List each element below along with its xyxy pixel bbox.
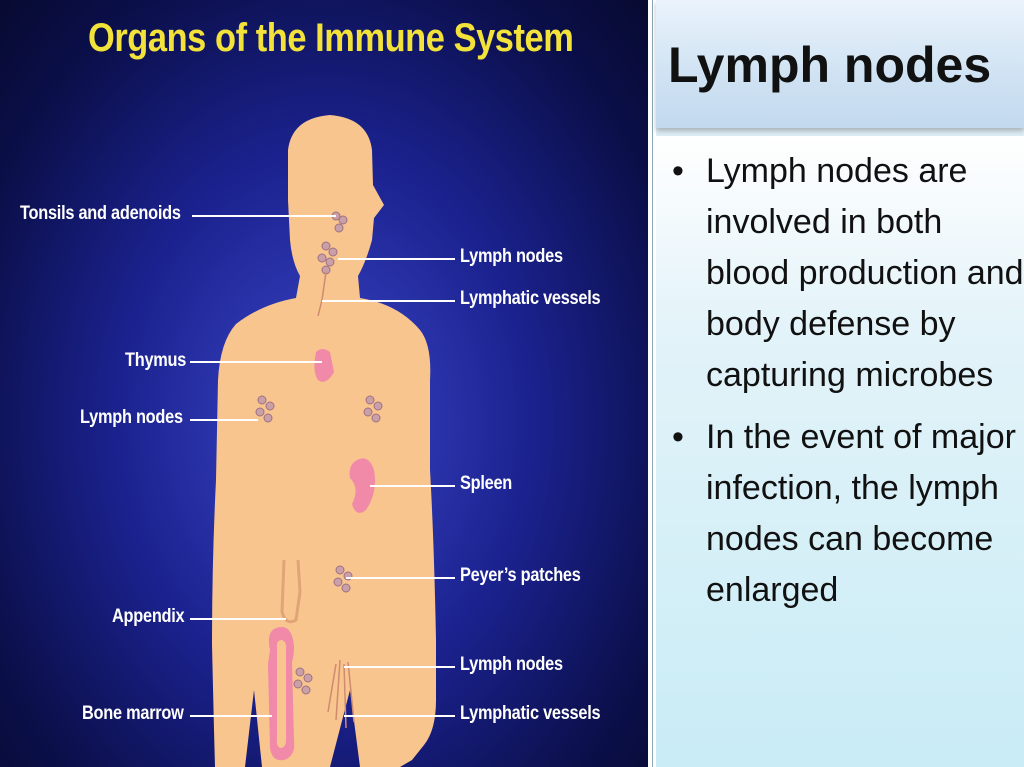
bullet-glyph: • [672,152,684,190]
thymus-shape [314,349,334,382]
label-lymph-nodes-arm: Lymph nodes [80,407,183,428]
body-illustration [190,115,455,767]
bullet-item: • Lymph nodes are involved in both blood… [670,146,1024,401]
label-lymphatic-vessels-upper: Lymphatic vessels [460,288,601,309]
divider-line [652,0,653,767]
bullet-text: In the event of major infection, the lym… [706,418,1016,609]
bullet-list: • Lymph nodes are involved in both blood… [670,146,1024,627]
bullet-item: • In the event of major infection, the l… [670,412,1024,616]
label-spleen: Spleen [460,473,513,494]
label-tonsils-adenoids: Tonsils and adenoids [20,203,181,224]
label-peyers-patches: Peyer’s patches [460,565,581,586]
label-appendix: Appendix [112,606,185,627]
slide-body: • Lymph nodes are involved in both blood… [656,136,1024,767]
spleen-shape [349,458,375,513]
lymph-node-clusters [255,211,383,695]
appendix-shape [280,559,302,624]
slide-title: Lymph nodes [668,37,992,93]
label-lymph-nodes-neck: Lymph nodes [460,246,563,267]
label-bone-marrow: Bone marrow [82,703,184,724]
pointer-lines [190,215,455,717]
label-lymphatic-vessels-lower: Lymphatic vessels [460,703,601,724]
body-silhouette [212,115,436,767]
immune-system-figure: Organs of the Immune System Tonsils and … [0,0,648,767]
bullet-text: Lymph nodes are involved in both blood p… [706,152,1024,394]
label-lymph-nodes-groin: Lymph nodes [460,654,563,675]
figure-title: Organs of the Immune System [88,16,574,60]
label-thymus: Thymus [125,350,187,371]
slide-title-box: Lymph nodes [656,0,1024,128]
bullet-glyph: • [672,418,684,456]
